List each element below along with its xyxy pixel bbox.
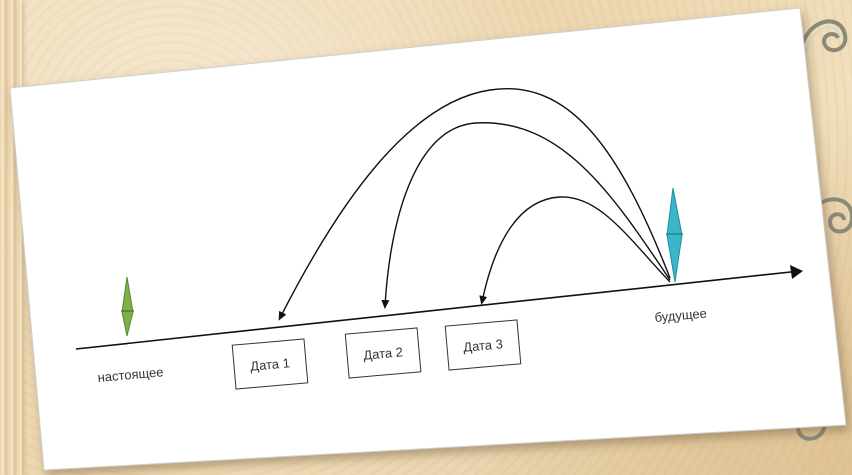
arc-to-date-2 — [381, 122, 671, 309]
scroll-curl-top-icon — [798, 19, 848, 61]
present-marker — [121, 276, 134, 337]
date-box-3: Дата 3 — [444, 319, 522, 371]
date-box-1: Дата 1 — [231, 338, 309, 390]
future-marker — [666, 187, 683, 283]
date-box-2-label: Дата 2 — [363, 344, 404, 362]
scroll-curl-middle-icon — [803, 197, 852, 234]
date-box-1-label: Дата 1 — [250, 355, 291, 373]
timeline-axis — [75, 270, 801, 350]
paper-sheet — [9, 7, 847, 471]
future-label: будущее — [654, 305, 707, 325]
timeline-arrowhead — [790, 265, 803, 279]
present-label: настоящее — [97, 364, 164, 385]
arc-to-date-1 — [278, 88, 671, 321]
arc-to-date-3 — [479, 196, 671, 305]
date-box-3-label: Дата 3 — [463, 336, 504, 354]
date-box-2: Дата 2 — [344, 327, 422, 379]
